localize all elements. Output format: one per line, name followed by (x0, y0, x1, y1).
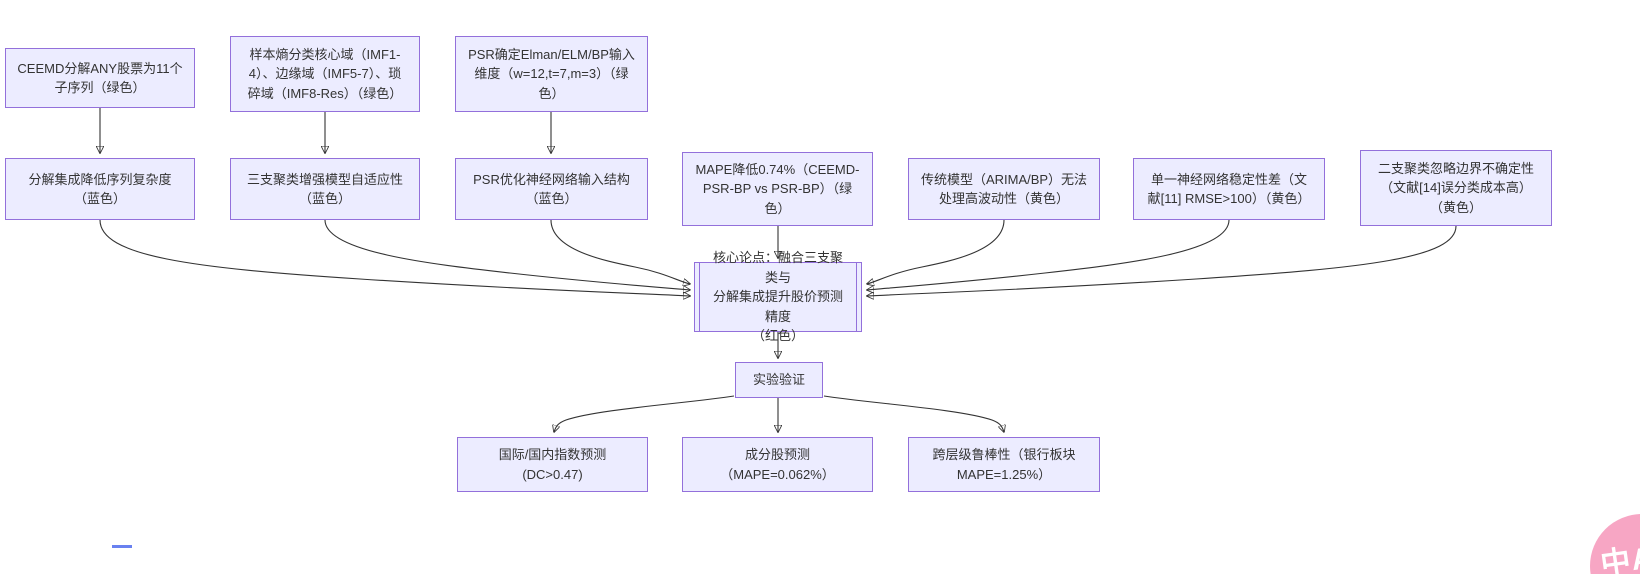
node-sample-entropy-classification: 样本熵分类核心域（IMF1- 4）、边缘域（IMF5-7）、琐 碎域（IMF8-… (230, 36, 420, 112)
node-constituent-prediction: 成分股预测 （MAPE=0.062%） (682, 437, 873, 492)
node-psr-input-structure: PSR优化神经网络输入结构 （蓝色） (455, 158, 648, 220)
edge-threeway-to-core (324, 219, 690, 290)
node-two-way-clustering-limitation: 二支聚类忽略边界不确定性 （文献[14]误分类成本高） （黄色） (1360, 150, 1552, 226)
edge-decomp-to-core (99, 219, 690, 296)
node-label: 三支聚类增强模型自适应性 （蓝色） (246, 171, 403, 207)
node-label: MAPE降低0.74%（CEEMD- PSR-BP vs PSR-BP）（绿 色… (695, 161, 860, 216)
node-label: 核心论点：融合三支聚类与 分解集成提升股价预测精度 （红色） (712, 250, 843, 344)
node-cross-level-robustness: 跨层级鲁棒性（银行板块 MAPE=1.25%） (908, 437, 1100, 492)
node-label: CEEMD分解ANY股票为11个 子序列（绿色） (17, 60, 183, 96)
node-label: PSR优化神经网络输入结构 （蓝色） (473, 171, 630, 207)
node-experiment-validation: 实验验证 (735, 362, 823, 398)
node-label: 实验验证 (752, 372, 805, 388)
watermark-badge-label: 中A (1598, 541, 1640, 574)
node-label: 国际/国内指数预测 (DC>0.47) (498, 447, 607, 482)
node-label: PSR确定Elman/ELM/BP输入 维度（w=12,t=7,m=3）（绿 色… (468, 46, 635, 101)
node-label: 样本熵分类核心域（IMF1- 4）、边缘域（IMF5-7）、琐 碎域（IMF8-… (247, 46, 403, 101)
node-psr-input-dimension: PSR确定Elman/ELM/BP输入 维度（w=12,t=7,m=3）（绿 色… (455, 36, 648, 112)
node-core-thesis: 核心论点：融合三支聚类与 分解集成提升股价预测精度 （红色） (694, 250, 862, 343)
node-label: 二支聚类忽略边界不确定性 （文献[14]误分类成本高） （黄色） (1377, 160, 1534, 215)
watermark-badge[interactable]: 中A (1590, 514, 1640, 574)
edge-traditional-to-core (867, 219, 1005, 284)
node-single-nn-instability: 单一神经网络稳定性差（文 献[11] RMSE>100）（黄色） (1133, 158, 1325, 220)
node-label: 传统模型（ARIMA/BP）无法 处理高波动性（黄色） (920, 171, 1088, 207)
node-label: 成分股预测 （MAPE=0.062%） (720, 447, 835, 482)
edge-experiment-to-index (554, 395, 735, 432)
bottom-edge-artifact (112, 545, 132, 548)
edge-singlenn-to-core (867, 219, 1230, 290)
node-label: 分解集成降低序列复杂度 （蓝色） (28, 171, 172, 207)
node-traditional-model-limitation: 传统模型（ARIMA/BP）无法 处理高波动性（黄色） (908, 158, 1100, 220)
edge-twoway-to-core (867, 225, 1457, 296)
node-index-prediction: 国际/国内指数预测 (DC>0.47) (457, 437, 648, 492)
node-label: 单一神经网络稳定性差（文 献[11] RMSE>100）（黄色） (1147, 171, 1311, 207)
node-mape-improvement: MAPE降低0.74%（CEEMD- PSR-BP vs PSR-BP）（绿 色… (682, 152, 873, 226)
node-three-way-clustering-adaptivity: 三支聚类增强模型自适应性 （蓝色） (230, 158, 420, 220)
node-decomposition-complexity: 分解集成降低序列复杂度 （蓝色） (5, 158, 195, 220)
edge-experiment-to-robustness (823, 395, 1004, 432)
node-ceemd-decomposition: CEEMD分解ANY股票为11个 子序列（绿色） (5, 48, 195, 108)
edge-psrstruct-to-core (550, 219, 690, 284)
node-label: 跨层级鲁棒性（银行板块 MAPE=1.25%） (932, 447, 1076, 482)
